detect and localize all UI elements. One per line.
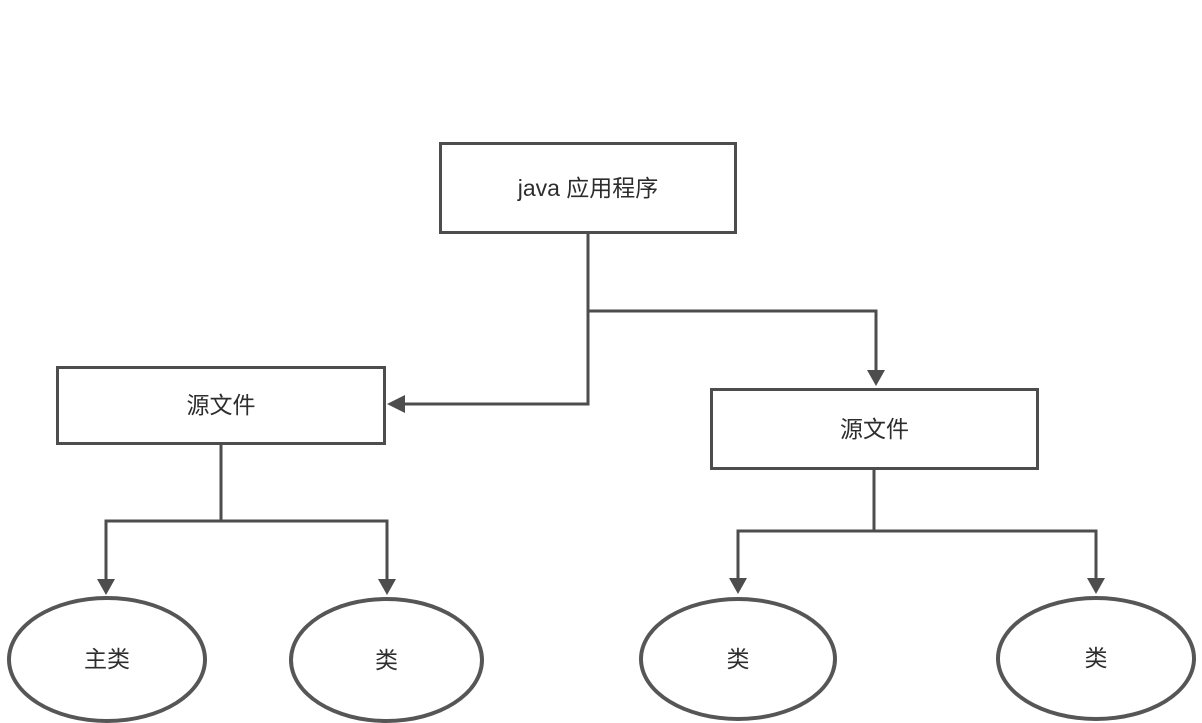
node-class-right-2-label: 类: [1084, 645, 1108, 671]
arrowhead-src-right: [867, 370, 885, 386]
node-class-left-label: 类: [375, 646, 398, 673]
arrowhead-class-a: [378, 579, 396, 595]
node-main-class-label: 主类: [84, 646, 130, 672]
edge-src-right-to-children: [736, 470, 1098, 580]
node-source-file-right: 源文件: [710, 388, 1039, 470]
node-java-app: java 应用程序: [439, 142, 737, 234]
node-main-class: 主类: [7, 596, 207, 723]
arrowhead-class-c: [1087, 578, 1105, 594]
node-class-right-2: 类: [996, 596, 1196, 721]
arrowhead-src-left: [387, 395, 405, 413]
edge-src-left-to-children: [104, 444, 389, 581]
edge-app-to-src-left: [404, 233, 590, 406]
node-class-right-1-label: 类: [726, 645, 750, 672]
edge-app-to-src-right: [588, 309, 878, 372]
arrowhead-class-b: [729, 578, 747, 594]
node-java-app-label: java 应用程序: [517, 174, 659, 201]
node-source-file-right-label: 源文件: [840, 415, 909, 442]
arrowhead-main-class: [97, 579, 115, 595]
node-class-right-1: 类: [639, 597, 837, 721]
node-source-file-left: 源文件: [56, 366, 386, 445]
node-source-file-left-label: 源文件: [186, 392, 256, 418]
node-class-left: 类: [289, 597, 484, 723]
